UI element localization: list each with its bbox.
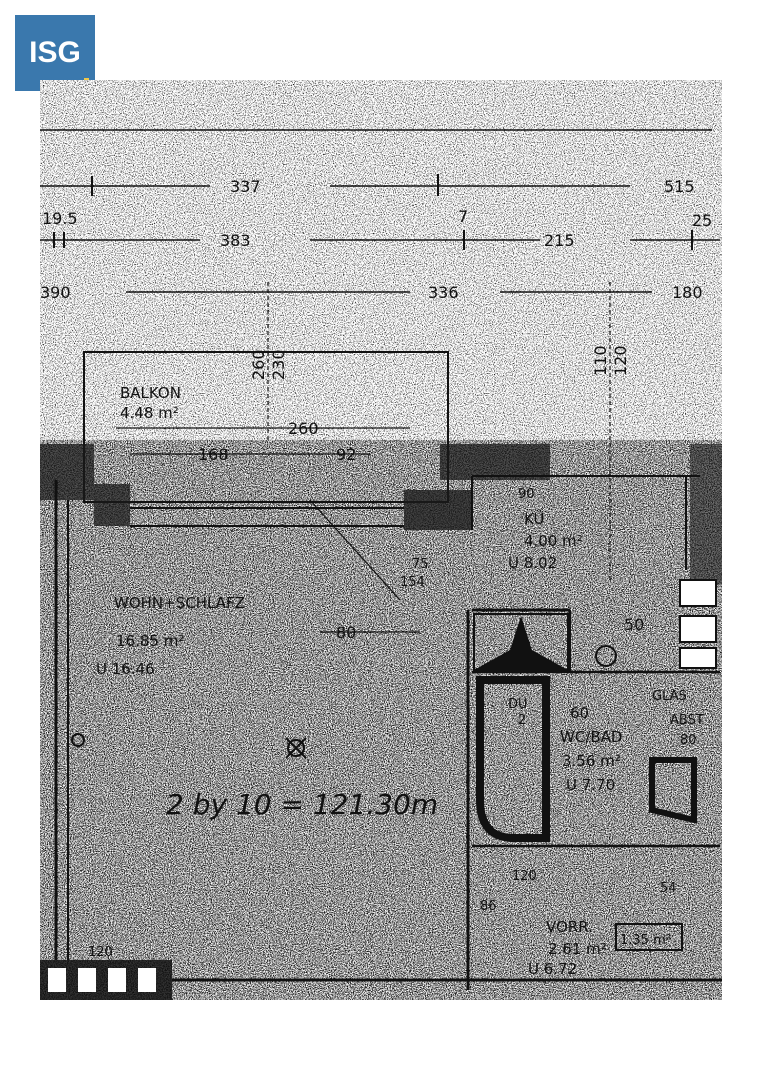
annotation-du: DU (508, 697, 528, 712)
dim-390: 390 (40, 283, 71, 302)
ceiling-light-icon (287, 739, 305, 757)
balcony-outline (83, 351, 449, 503)
floor-plan: 337 515 19.5 383 7 215 25 390 336 180 26… (40, 80, 722, 1000)
bad-area: 3.56 m² (562, 752, 621, 770)
handwritten-note: 2 by 10 = 121.30m (166, 788, 438, 821)
dim-120-vertical: 120 (611, 345, 630, 376)
dim-180: 180 (672, 283, 703, 302)
dim-balcony-260: 260 (288, 419, 319, 438)
dim-336: 336 (428, 283, 459, 302)
dim-337: 337 (230, 177, 261, 196)
dim-25: 25 (692, 211, 712, 230)
socket-icon (71, 733, 85, 747)
wohn-perimeter: U 16.46 (96, 660, 155, 678)
isg-logo: ISG (15, 15, 95, 91)
glas-label: GLAS (652, 689, 687, 704)
annotation-154: 154 (400, 575, 425, 590)
dim-230-vertical: 230 (269, 349, 288, 380)
annotation-2: 2 (518, 713, 526, 728)
dim-balcony-168: 168 (198, 445, 229, 464)
logo-text: ISG (29, 36, 81, 69)
dim-balcony-92: 92 (336, 445, 356, 464)
dim-215: 215 (544, 231, 575, 250)
range-hood-icon (474, 616, 568, 670)
annotation-90: 90 (518, 487, 535, 502)
dim-383: 383 (220, 231, 251, 250)
dim-515: 515 (664, 177, 695, 196)
balkon-area: 4.48 m² (120, 404, 179, 422)
dim-19-5: 19.5 (42, 209, 78, 228)
bad-perimeter: U 7.70 (566, 776, 615, 794)
kueche-label: KÜ (524, 509, 544, 528)
annotation-50: 50 (624, 615, 644, 634)
storage-box (615, 923, 683, 951)
dim-260-vertical: 260 (249, 349, 268, 380)
annotation-120: 120 (512, 869, 537, 884)
bathtub-icon (476, 676, 550, 842)
paper-texture-dense (40, 440, 722, 1000)
wohn-area: 16.85 m² (116, 632, 184, 650)
annotation-120-left: 120 (88, 945, 113, 960)
wohn-label: WOHN+SCHLAFZ (114, 594, 245, 612)
balkon-label: BALKON (120, 384, 181, 402)
abst-label: ABST (670, 713, 704, 728)
annotation-80-bad: 80 (680, 733, 697, 748)
kueche-area: 4.00 m² (524, 532, 583, 550)
annotation-75: 75 (412, 557, 429, 572)
dim-110-vertical: 110 (591, 345, 610, 376)
vorr-perimeter: U 6.72 (528, 960, 577, 978)
annotation-86: 86 (480, 899, 497, 914)
annotation-54: 54 (660, 881, 677, 896)
vorr-area: 2.61 m² (548, 940, 607, 958)
sink-icon (595, 645, 617, 667)
kueche-perimeter: U 8.02 (508, 554, 557, 572)
annotation-60: 60 (570, 704, 589, 722)
bad-label: WC/BAD (560, 728, 622, 746)
vorr-label: VORR. (546, 918, 593, 936)
floor-plan-svg: 337 515 19.5 383 7 215 25 390 336 180 26… (40, 80, 722, 1000)
annotation-1-35: 1.35 m² (620, 933, 671, 948)
washbasin-icon (649, 757, 697, 824)
dim-7: 7 (458, 207, 468, 226)
